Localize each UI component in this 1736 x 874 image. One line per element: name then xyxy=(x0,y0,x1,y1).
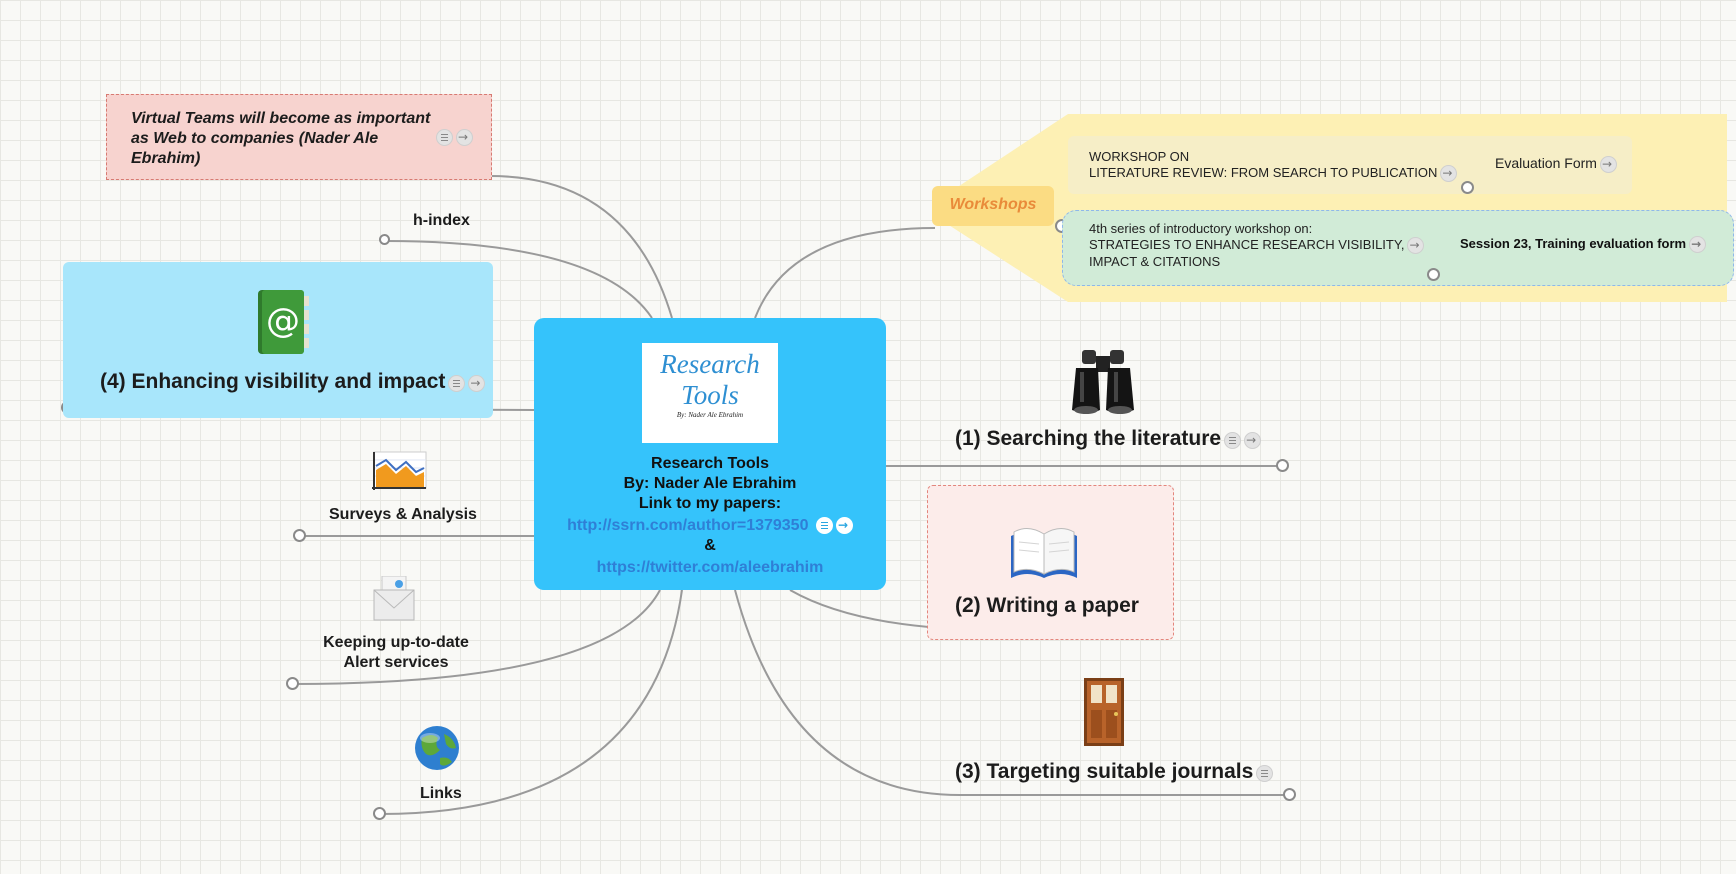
evaluation-form-topic[interactable]: Evaluation Form xyxy=(1495,155,1617,173)
collapse-dot[interactable] xyxy=(1276,459,1289,472)
quote-topic[interactable]: Virtual Teams will become as important a… xyxy=(106,94,492,180)
surveys-topic[interactable]: Surveys & Analysis xyxy=(329,506,477,523)
keeping-line2: Alert services xyxy=(343,654,449,671)
door-icon xyxy=(1082,676,1126,748)
link-arrow-icon[interactable] xyxy=(1689,236,1707,254)
central-author: By: Nader Ale Ebrahim xyxy=(623,475,797,492)
workshops-topic[interactable]: Workshops xyxy=(932,186,1054,226)
research-tools-image: Research Tools By: Nader Ale Ebrahim xyxy=(642,343,778,443)
links-topic[interactable]: Links xyxy=(420,785,462,802)
workshop-2-topic[interactable]: 4th series of introductory workshop on: … xyxy=(1089,221,1425,270)
ssrn-link[interactable]: http://ssrn.com/author=1379350 xyxy=(567,517,809,534)
open-book-icon xyxy=(1009,522,1079,580)
link-arrow-icon[interactable] xyxy=(1599,155,1617,173)
binoculars-icon xyxy=(1068,348,1138,416)
workshops-label: Workshops xyxy=(949,196,1037,213)
notes-icon[interactable] xyxy=(436,129,453,147)
session-evaluation-topic[interactable]: Session 23, Training evaluation form xyxy=(1460,236,1707,254)
searching-topic[interactable]: (1) Searching the literature xyxy=(955,427,1262,451)
workshop-2-box xyxy=(1062,210,1734,286)
image-title-2: Tools xyxy=(681,380,739,410)
central-ampersand: & xyxy=(704,537,716,554)
connector-quote xyxy=(489,175,673,319)
globe-icon xyxy=(410,724,464,772)
keeping-topic[interactable]: Keeping up-to-date Alert services xyxy=(321,634,471,672)
workshop-1-line1: WORKSHOP ON xyxy=(1089,149,1190,164)
central-title: Research Tools xyxy=(651,455,769,472)
workshop-2-line1: 4th series of introductory workshop on: xyxy=(1089,221,1313,236)
central-papers-label: Link to my papers: xyxy=(638,495,782,512)
keeping-line1: Keeping up-to-date xyxy=(323,634,469,651)
link-arrow-icon[interactable] xyxy=(1440,165,1458,183)
connector-keeping xyxy=(292,589,661,685)
workshop-1-topic[interactable]: WORKSHOP ON LITERATURE REVIEW: FROM SEAR… xyxy=(1089,149,1458,183)
collapse-dot[interactable] xyxy=(293,529,306,542)
connector-links xyxy=(379,589,683,815)
notes-icon[interactable] xyxy=(1224,432,1242,450)
image-title-1: Research xyxy=(660,349,760,379)
notes-icon[interactable] xyxy=(448,375,466,393)
hindex-topic[interactable]: h-index xyxy=(413,212,470,229)
image-byline: By: Nader Ale Ebrahim xyxy=(676,411,744,419)
searching-label: (1) Searching the literature xyxy=(955,427,1222,450)
workshop-1-box xyxy=(1068,136,1632,194)
session-evaluation-label: Session 23, Training evaluation form xyxy=(1460,236,1687,251)
link-arrow-icon[interactable] xyxy=(1407,237,1425,255)
notes-icon[interactable] xyxy=(1256,765,1274,783)
connector-workshops xyxy=(754,227,936,319)
quote-text: Virtual Teams will become as important a… xyxy=(131,110,431,167)
enhancing-topic[interactable]: @ (4) Enhancing visibility and impact xyxy=(63,262,493,418)
connector-hindex xyxy=(384,240,653,319)
collapse-dot[interactable] xyxy=(286,677,299,690)
twitter-link[interactable]: https://twitter.com/aleebrahim xyxy=(596,559,824,576)
writing-topic[interactable]: (2) Writing a paper xyxy=(927,485,1174,640)
notes-icon[interactable] xyxy=(815,517,833,535)
link-arrow-icon[interactable] xyxy=(468,375,486,393)
collapse-dot[interactable] xyxy=(379,234,390,245)
workshop-1-line2: LITERATURE REVIEW: FROM SEARCH TO PUBLIC… xyxy=(1089,165,1438,180)
connector-targeting xyxy=(734,589,1290,796)
chart-icon xyxy=(370,450,428,492)
svg-text:@: @ xyxy=(266,301,300,341)
writing-label: (2) Writing a paper xyxy=(955,594,1139,617)
central-topic[interactable]: Research Tools By: Nader Ale Ebrahim Res… xyxy=(534,318,886,590)
envelope-icon xyxy=(372,575,416,622)
link-arrow-icon[interactable] xyxy=(1244,432,1262,450)
targeting-label: (3) Targeting suitable journals xyxy=(955,760,1254,783)
collapse-dot[interactable] xyxy=(373,807,386,820)
targeting-topic[interactable]: (3) Targeting suitable journals xyxy=(955,760,1274,784)
enhancing-label: (4) Enhancing visibility and impact xyxy=(100,370,446,393)
evaluation-form-label: Evaluation Form xyxy=(1495,155,1597,171)
workshop-2-line2: STRATEGIES TO ENHANCE RESEARCH VISIBILIT… xyxy=(1089,237,1405,252)
address-book-icon: @ xyxy=(254,288,310,356)
collapse-dot[interactable] xyxy=(1427,268,1440,281)
link-arrow-icon[interactable] xyxy=(835,517,853,535)
collapse-dot[interactable] xyxy=(1461,181,1474,194)
workshop-2-line3: IMPACT & CITATIONS xyxy=(1089,254,1221,270)
collapse-dot[interactable] xyxy=(1283,788,1296,801)
link-arrow-icon[interactable] xyxy=(456,129,473,147)
